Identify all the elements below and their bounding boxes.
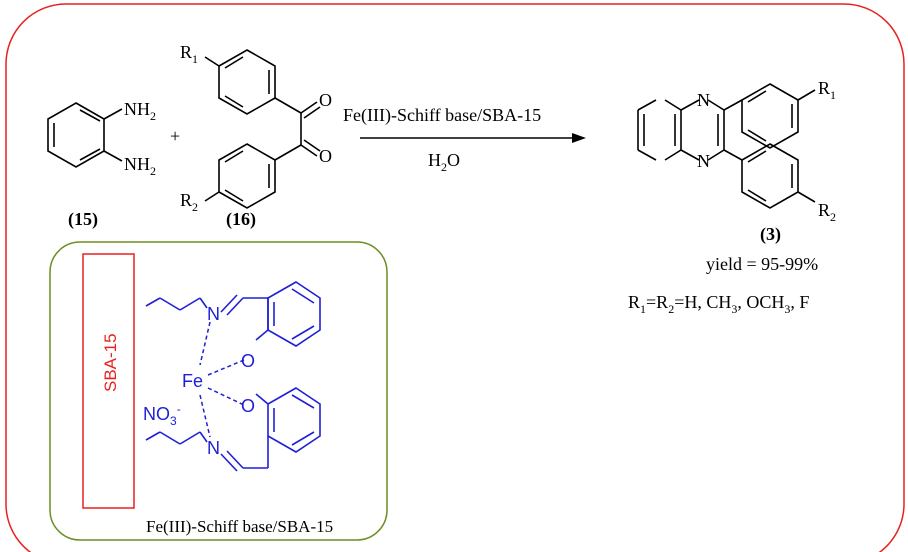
benzil-r2-label: R2 bbox=[180, 190, 198, 214]
diamine-structure bbox=[47, 102, 123, 168]
nh2-bottom-label: NH2 bbox=[124, 154, 156, 178]
compound-16-label: (16) bbox=[226, 209, 256, 230]
complex-o-bottom: O bbox=[241, 396, 255, 416]
coordination-bonds bbox=[199, 321, 245, 438]
catalyst-inset-caption: Fe(III)-Schiff base/SBA-15 bbox=[146, 517, 333, 536]
product-r1-label: R1 bbox=[818, 78, 836, 102]
product-n-top: N bbox=[697, 90, 710, 110]
compound-15-label: (15) bbox=[68, 209, 98, 230]
complex-metal-fe: Fe bbox=[182, 371, 203, 391]
benzil-r1-label: R1 bbox=[180, 42, 198, 66]
sba15-support-box bbox=[82, 253, 135, 509]
substituent-definition: R1=R2=H, CH3, OCH3, F bbox=[628, 292, 809, 316]
reaction-arrow bbox=[360, 133, 586, 143]
complex-o-top: O bbox=[241, 351, 255, 371]
complex-n-bottom: N bbox=[207, 438, 220, 458]
nh2-top-label: NH2 bbox=[124, 99, 156, 123]
complex-n-top: N bbox=[207, 304, 220, 324]
benzil-o-bottom: O bbox=[319, 146, 332, 166]
benzil-o-top: O bbox=[319, 90, 332, 110]
catalyst-inset-frame bbox=[49, 241, 388, 541]
plus-sign: + bbox=[170, 126, 180, 146]
yield-label: yield = 95-99% bbox=[706, 254, 818, 274]
sba15-support-label: SBA-15 bbox=[101, 333, 120, 392]
quinoxaline-structure bbox=[637, 83, 816, 209]
solvent-condition: H2O bbox=[428, 150, 460, 174]
nitrate-counter-ion: NO3- bbox=[143, 402, 181, 428]
product-r2-label: R2 bbox=[818, 200, 836, 224]
outer-frame bbox=[5, 3, 905, 552]
catalyst-condition: Fe(III)-Schiff base/SBA-15 bbox=[343, 105, 541, 126]
benzil-structure bbox=[204, 49, 321, 209]
product-n-bottom: N bbox=[697, 151, 710, 171]
schiff-base-complex bbox=[145, 281, 321, 472]
compound-3-label: (3) bbox=[760, 224, 781, 245]
